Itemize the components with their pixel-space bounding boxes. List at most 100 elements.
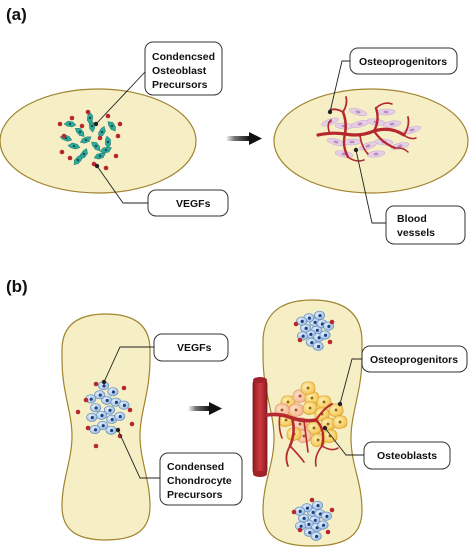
vegf-dot (297, 527, 303, 533)
blood-vessels-b (265, 403, 339, 467)
vegf-dot (293, 321, 299, 327)
tissue-ellipse-left (0, 88, 197, 194)
label-line: Osteoblast (152, 65, 207, 77)
chondrocyte-cell (296, 316, 308, 326)
vegf-dots-a (57, 109, 123, 171)
chondrocyte-cell (317, 520, 329, 530)
vegf-dot (59, 149, 65, 155)
label-line: Condencsed (152, 51, 215, 63)
vegf-dot (309, 497, 315, 503)
vegf-dot (57, 121, 63, 127)
label-line: Precursors (167, 489, 223, 501)
osteoblast-cell (300, 381, 316, 395)
vegf-dot (121, 385, 127, 391)
vegf-dot (103, 165, 109, 171)
chondrocyte-cell (96, 410, 107, 420)
chondrocyte-cluster-top (296, 310, 334, 351)
label-line: Osteoprogenitors (370, 354, 458, 366)
vegf-dot (61, 133, 67, 139)
label-line: VEGFs (176, 198, 211, 210)
chondrocyte-cell (89, 425, 101, 434)
chondrocyte-cell (107, 387, 119, 397)
osteoprogenitor-cell (342, 138, 362, 146)
condensed-chondrocyte-precursors-left (85, 381, 130, 435)
chondrocyte-cell (86, 412, 98, 422)
vegf-dots-b (75, 319, 335, 535)
label-line: Blood (397, 213, 427, 225)
vegf-dot (129, 421, 135, 427)
vegf-dot (93, 381, 99, 387)
label-line: VEGFs (177, 342, 212, 354)
vegf-dot (97, 135, 103, 141)
label-line: vessels (397, 227, 435, 239)
osteoprogenitor-cell (366, 150, 386, 158)
chondrocyte-cell (312, 500, 323, 510)
vegf-dot (329, 507, 335, 513)
chondrocyte-cell (90, 403, 102, 413)
osteoblast-precursor-cell (107, 121, 116, 132)
chondrocyte-cell (118, 400, 130, 410)
vegf-dot (75, 409, 81, 415)
osteoblast-precursor-cell (79, 136, 92, 144)
arrow-right-icon (188, 402, 222, 415)
vegf-dot (115, 133, 121, 139)
label-vegfs-b: VEGFs (101, 333, 229, 385)
chondrocyte-cell (97, 420, 109, 430)
chondrocyte-cell (94, 390, 106, 400)
osteoblast-precursor-cell (67, 142, 81, 150)
vegf-dot (79, 123, 85, 129)
osteoblast-precursor-cell (74, 128, 85, 137)
osteoblast-precursor-cell (91, 141, 101, 152)
label-line: Precursors (152, 79, 208, 91)
vegf-dot (67, 155, 73, 161)
panel-a: (a) (0, 5, 469, 245)
chondrocyte-cell (105, 425, 117, 435)
vegf-dot (85, 425, 91, 431)
vegf-dot (105, 113, 111, 119)
label-line: Osteoprogenitors (359, 56, 447, 68)
blood-vessel-trunk (252, 377, 268, 477)
osteoblast-cell (302, 401, 318, 415)
label-osteoprogenitors-b: Osteoprogenitors (337, 345, 468, 407)
blood-vessels-a (316, 96, 417, 162)
osteoblast-cell (328, 403, 344, 417)
label-condensed-osteoblast-precursors: Condencsed Osteoblast Precursors (93, 41, 223, 127)
vegf-dot (327, 339, 333, 345)
label-line: Chondrocyte (167, 475, 232, 487)
vegf-dot (93, 443, 99, 449)
label-osteoblasts: Osteoblasts (322, 425, 451, 470)
label-condensed-chondrocyte-precursors: Condensed Chondrocyte Precursors (115, 427, 243, 506)
osteoblast-precursor-cell (99, 146, 112, 154)
osteoprogenitor-cell (349, 107, 367, 117)
condensed-osteoblast-precursors (59, 111, 116, 165)
vegf-dot (113, 153, 119, 159)
tissue-ellipse-right (273, 88, 469, 194)
osteoblast-precursor-cell (63, 120, 77, 128)
vegf-dot (127, 407, 133, 413)
vegf-dot (329, 319, 335, 325)
osteoblast-precursor-cell (86, 111, 94, 125)
chondrocyte-cell (106, 414, 118, 424)
label-line: Condensed (167, 461, 224, 473)
chondrocyte-cell (104, 405, 115, 415)
panel-b: (b) (6, 277, 468, 547)
label-osteoprogenitors-a: Osteoprogenitors (327, 47, 458, 115)
label-line: Osteoblasts (377, 450, 437, 462)
chondrocyte-cell (114, 411, 126, 421)
panel-a-letter: (a) (6, 5, 27, 24)
vegf-dot (83, 397, 89, 403)
chondrocyte-cell (310, 531, 322, 541)
label-blood-vessels: Blood vessels (353, 147, 466, 245)
chondrocyte-cluster-bottom (294, 500, 332, 541)
label-vegfs-a: VEGFs (94, 163, 229, 217)
vegf-dot (291, 509, 297, 515)
osteoprogenitor-cell (376, 108, 396, 116)
osteoblast-cell (332, 415, 348, 429)
osteoblast-cluster (274, 381, 348, 447)
osteoblast-precursor-cell (93, 152, 106, 160)
vegf-dot (85, 109, 91, 115)
osteoblast-precursor-cell (73, 154, 82, 165)
chondrocyte-cell (312, 341, 324, 351)
vegf-dot (325, 529, 331, 535)
